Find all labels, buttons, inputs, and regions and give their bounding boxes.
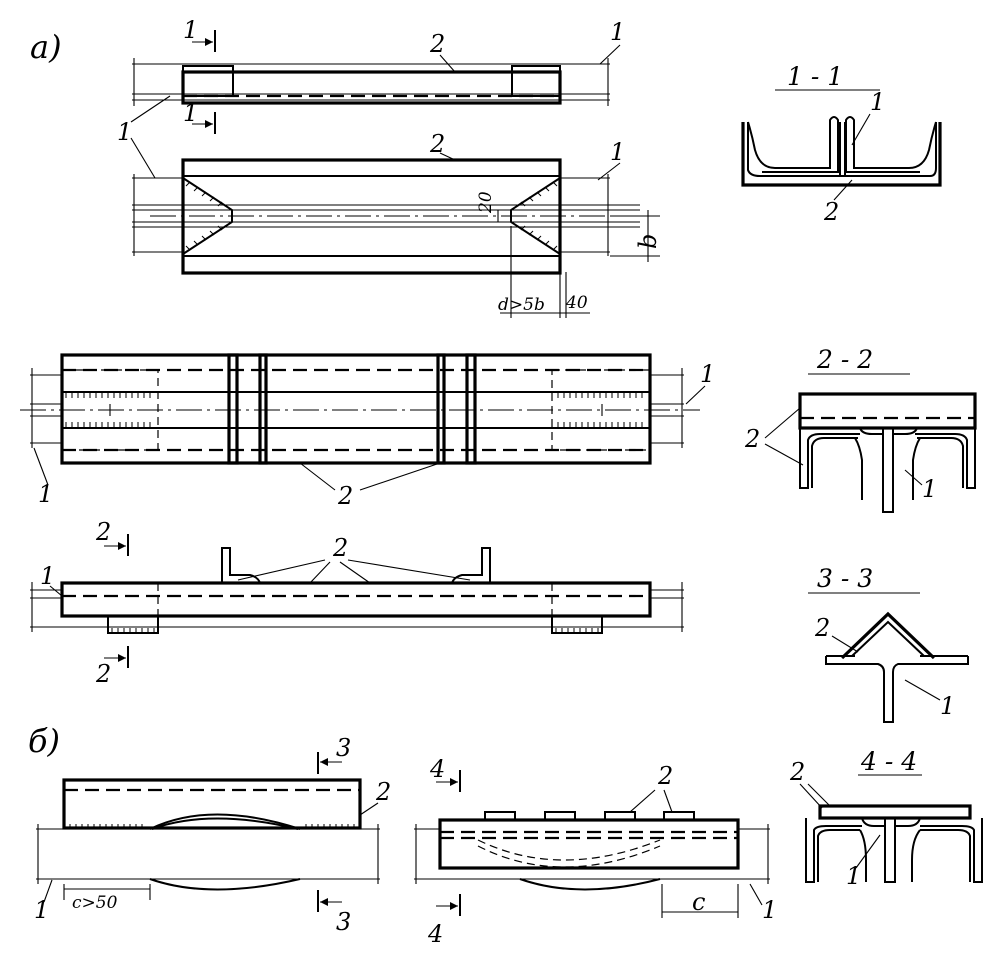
label-1-a2: 1	[700, 360, 715, 388]
dim-c: c	[692, 888, 705, 916]
label-2-strip: 2	[429, 30, 445, 58]
label-1-a2-left: 1	[38, 480, 53, 508]
section-1-1-drawing	[741, 89, 942, 187]
dim-20: 20	[476, 191, 496, 214]
view-a2-elevation	[30, 534, 684, 668]
section-title-3-3: 3 - 3	[817, 564, 873, 593]
section-mark-4-top: 4	[429, 755, 445, 783]
section-mark-1-bottom: 1	[183, 99, 198, 127]
label-1-b2: 1	[762, 896, 777, 924]
label-1-s11: 1	[870, 88, 885, 116]
label-2-s11: 2	[823, 198, 839, 226]
splice-plate-elevation	[60, 581, 652, 618]
section-title-2-2: 2 - 2	[816, 345, 873, 374]
dim-40: 40	[565, 293, 588, 313]
repair-plate-b1	[62, 778, 362, 830]
label-2-s33: 2	[814, 614, 830, 642]
dim-d: d>5b	[498, 295, 545, 315]
label-1-a2-elev: 1	[40, 562, 55, 590]
section-3-3-drawing	[808, 592, 969, 723]
cover-plate	[181, 70, 562, 105]
repair-plate-b2	[438, 818, 740, 870]
label-1-s33: 1	[940, 692, 955, 720]
view-a1-elevation	[132, 30, 610, 134]
splice-plate-plan	[60, 353, 652, 465]
label-1-plan: 1	[610, 138, 625, 166]
label-2-plan: 2	[429, 130, 445, 158]
label-2-a2-elev: 2	[332, 534, 348, 562]
section-2-2-drawing	[798, 373, 977, 513]
label-1-strip: 1	[610, 18, 625, 46]
view-a2-plan	[20, 353, 700, 465]
label-2-b1: 2	[375, 778, 391, 806]
label-1-s22: 1	[922, 475, 937, 503]
label-1-left: 1	[117, 118, 132, 146]
view-a1-plan	[132, 158, 660, 318]
label-2-b2: 2	[657, 762, 673, 790]
section-title-4-4: 4 - 4	[860, 747, 917, 776]
section-mark-3-top: 3	[336, 734, 351, 762]
dim-b: b	[634, 234, 662, 249]
view-b1-elevation	[36, 752, 380, 912]
section-mark-2-bottom: 2	[95, 660, 111, 688]
label-1-b1: 1	[34, 896, 49, 924]
s22-top-plate	[798, 392, 977, 430]
section-title-1-1: 1 - 1	[787, 62, 843, 91]
panel-label-a: а)	[30, 28, 62, 66]
label-2-s22: 2	[744, 425, 760, 453]
label-2-a2: 2	[337, 482, 353, 510]
section-4-4-drawing	[805, 774, 983, 883]
panel-label-b: б)	[28, 722, 60, 760]
section-mark-3-bottom: 3	[336, 908, 351, 936]
dim-c50: c>50	[72, 893, 118, 913]
section-mark-4-bottom: 4	[427, 920, 443, 948]
view-b2-elevation	[414, 770, 770, 918]
label-1-s44: 1	[846, 862, 861, 890]
section-mark-1-top: 1	[183, 16, 198, 44]
label-2-s44: 2	[789, 758, 805, 786]
s44-top-plate	[818, 804, 972, 820]
section-mark-2-top: 2	[95, 518, 111, 546]
